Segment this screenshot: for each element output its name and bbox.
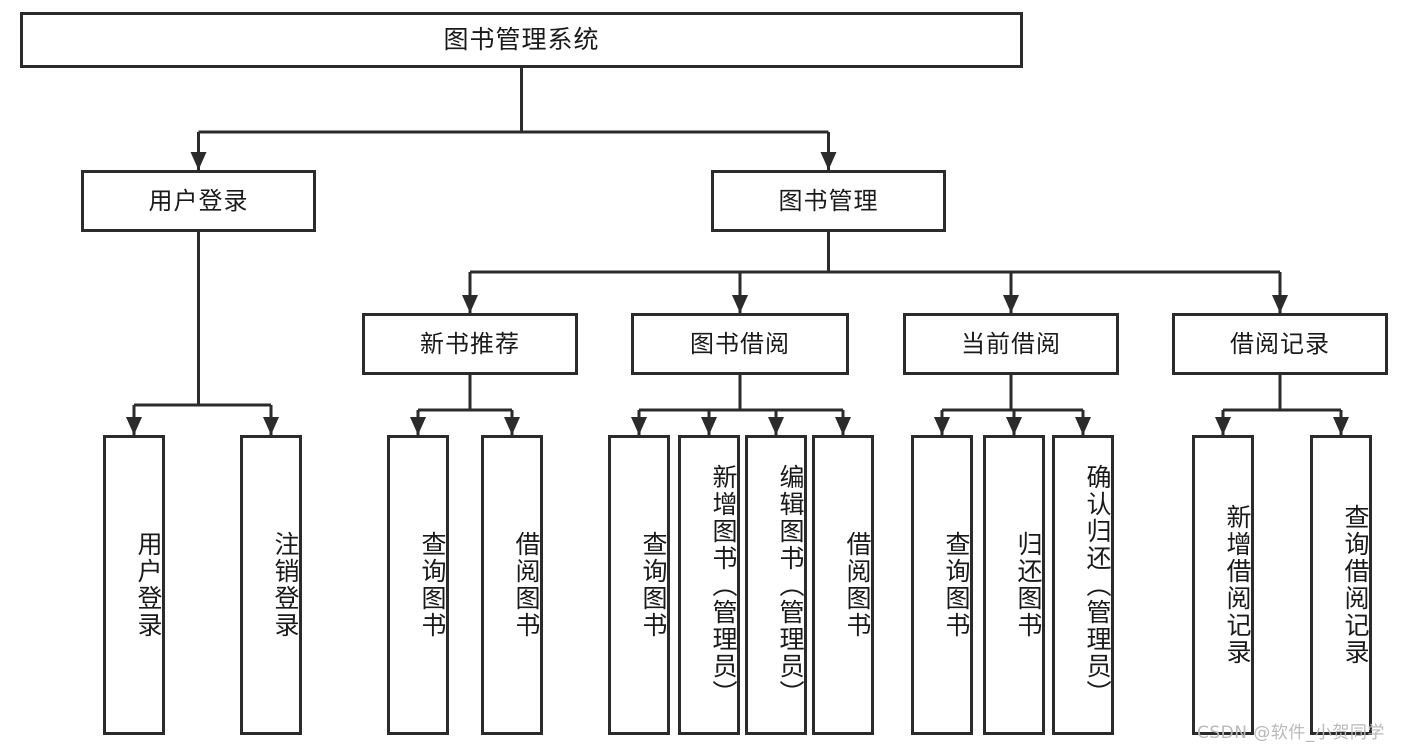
- node-leaf-query-book-1[interactable]: 查询图书: [387, 435, 449, 735]
- node-label: 查询图书: [639, 531, 668, 639]
- node-label: 借阅记录: [1230, 329, 1330, 358]
- node-user-login[interactable]: 用户登录: [81, 170, 316, 232]
- node-leaf-query-book-2[interactable]: 查询图书: [608, 435, 670, 735]
- node-label: 用户登录: [134, 531, 163, 639]
- node-new-book-recommend[interactable]: 新书推荐: [362, 313, 578, 375]
- node-book-manage[interactable]: 图书管理: [711, 170, 946, 232]
- node-label: 图书借阅: [690, 329, 790, 358]
- node-root-system[interactable]: 图书管理系统: [20, 12, 1023, 68]
- node-leaf-add-record[interactable]: 新增借阅记录: [1192, 435, 1254, 735]
- node-label: 当前借阅: [961, 329, 1061, 358]
- node-leaf-confirm-return[interactable]: 确认归还（管理员）: [1052, 435, 1114, 735]
- node-label: 注销登录: [271, 531, 300, 639]
- node-label: 图书管理: [778, 186, 879, 215]
- node-current-borrow[interactable]: 当前借阅: [903, 313, 1119, 375]
- node-label: 新增借阅记录: [1223, 504, 1252, 666]
- node-leaf-borrow-book-2[interactable]: 借阅图书: [812, 435, 874, 735]
- node-label: 查询图书: [418, 531, 447, 639]
- node-leaf-query-book-3[interactable]: 查询图书: [911, 435, 973, 735]
- node-leaf-edit-book[interactable]: 编辑图书（管理员）: [745, 435, 807, 735]
- node-label: 借阅图书: [512, 531, 541, 639]
- node-book-borrow[interactable]: 图书借阅: [631, 313, 849, 375]
- node-leaf-borrow-book-1[interactable]: 借阅图书: [481, 435, 543, 735]
- node-leaf-return-book[interactable]: 归还图书: [983, 435, 1045, 735]
- node-leaf-logout[interactable]: 注销登录: [240, 435, 302, 735]
- node-label: 确认归还（管理员）: [1083, 463, 1112, 707]
- node-leaf-add-book[interactable]: 新增图书（管理员）: [678, 435, 740, 735]
- node-label: 借阅图书: [843, 531, 872, 639]
- node-leaf-query-record[interactable]: 查询借阅记录: [1310, 435, 1372, 735]
- node-label: 查询图书: [942, 531, 971, 639]
- node-label: 图书管理系统: [443, 25, 600, 55]
- node-label: 归还图书: [1014, 531, 1043, 639]
- node-borrow-record[interactable]: 借阅记录: [1172, 313, 1388, 375]
- csdn-watermark: CSDN @软件_小贺同学: [1197, 723, 1385, 743]
- node-label: 新增图书（管理员）: [709, 463, 738, 707]
- node-label: 用户登录: [148, 186, 249, 215]
- node-label: 新书推荐: [420, 329, 520, 358]
- node-leaf-user-login[interactable]: 用户登录: [103, 435, 165, 735]
- node-label: 查询借阅记录: [1341, 504, 1370, 666]
- node-label: 编辑图书（管理员）: [776, 463, 805, 707]
